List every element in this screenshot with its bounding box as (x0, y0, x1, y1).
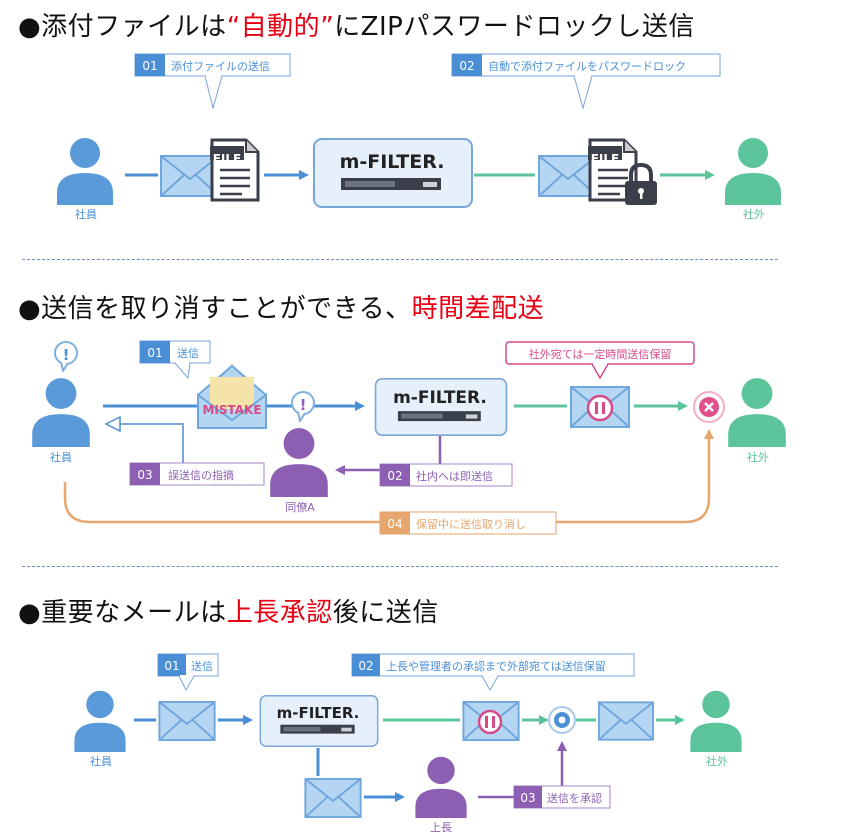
mail-icon (158, 701, 216, 741)
m-filter-appliance (313, 138, 473, 208)
svg-text:社外宛ては一定時間送信保留: 社外宛ては一定時間送信保留 (529, 347, 672, 361)
svg-text:誤送信の指摘: 誤送信の指摘 (168, 468, 234, 482)
svg-text:MISTAKE: MISTAKE (202, 403, 261, 417)
colleague-icon (270, 428, 328, 497)
section3-heading: ●重要なメールは上長承認後に送信 (18, 598, 439, 628)
pause-icon (586, 394, 614, 422)
svg-text:上長や管理者の承認まで外部宛ては送信保留: 上長や管理者の承認まで外部宛ては送信保留 (386, 659, 606, 673)
svg-text:02: 02 (387, 469, 402, 483)
step-tag-02: 02 社内へは即送信 (379, 463, 513, 487)
svg-text:01: 01 (164, 659, 179, 673)
svg-text:保留中に送信取り消し: 保留中に送信取り消し (416, 517, 526, 531)
divider (22, 259, 778, 260)
svg-text:送信: 送信 (191, 659, 213, 673)
svg-text:01: 01 (147, 346, 162, 360)
svg-text:送信: 送信 (177, 346, 199, 360)
svg-text:FILE: FILE (213, 152, 242, 166)
svg-text:FILE: FILE (591, 152, 620, 166)
step-tag-03: 03 送信を承認 (513, 785, 611, 809)
sender-label: 社員 (90, 754, 112, 768)
pause-icon (477, 709, 503, 735)
external-recipient-icon (728, 378, 786, 447)
employee-icon (74, 690, 126, 752)
svg-text:自動で添付ファイルをパスワードロック: 自動で添付ファイルをパスワードロック (488, 59, 686, 73)
product-logo: m-FILTER. (340, 151, 445, 173)
svg-text:!: ! (63, 346, 70, 364)
step-tag-01: 01 送信 (157, 653, 219, 692)
svg-text:03: 03 (137, 468, 152, 482)
receiver-label: 社外 (743, 207, 765, 221)
svg-text:社内へは即送信: 社内へは即送信 (416, 469, 493, 483)
svg-text:02: 02 (459, 59, 474, 73)
step-tag-01: 01 送信 (139, 340, 211, 380)
lock-icon (625, 162, 657, 205)
boss-icon (415, 756, 467, 818)
colleague-label: 同僚A (285, 501, 315, 514)
section2-heading: ●送信を取り消すことができる、時間差配送 (18, 294, 545, 324)
step-tag-02: 02 自動で添付ファイルをパスワードロック (451, 53, 721, 110)
external-recipient-icon (725, 138, 781, 205)
sender-label: 社員 (50, 450, 72, 464)
divider (22, 566, 778, 567)
svg-text:添付ファイルの送信: 添付ファイルの送信 (171, 59, 270, 73)
svg-text:01: 01 (142, 59, 157, 73)
boss-label: 上長 (430, 821, 452, 834)
file-icon (210, 138, 260, 202)
svg-text:02: 02 (358, 659, 373, 673)
section1-heading: ●添付ファイルは“自動的”にZIPパスワードロックし送信 (18, 12, 695, 42)
svg-text:04: 04 (387, 517, 402, 531)
svg-text:!: ! (300, 396, 307, 414)
mail-icon (538, 155, 598, 197)
receiver-label: 社外 (747, 450, 769, 464)
employee-icon (57, 138, 113, 205)
mail-icon (160, 155, 220, 197)
employee-icon (32, 378, 90, 447)
mail-icon (304, 778, 362, 818)
sender-label: 社員 (75, 207, 97, 221)
product-logo: m-FILTER. (277, 704, 360, 722)
svg-text:03: 03 (520, 791, 535, 805)
hold-callout: 社外宛ては一定時間送信保留 (505, 341, 695, 380)
mail-icon (598, 701, 654, 741)
step-tag-02: 02 上長や管理者の承認まで外部宛ては送信保留 (351, 653, 635, 692)
svg-text:送信を承認: 送信を承認 (547, 791, 602, 805)
external-recipient-icon (690, 690, 742, 752)
product-logo: m-FILTER. (393, 388, 487, 408)
mistake-mail-icon: MISTAKE (197, 364, 267, 429)
step-tag-04: 04 保留中に送信取り消し (379, 511, 557, 535)
step-tag-01: 01 添付ファイルの送信 (134, 53, 291, 110)
step-tag-03: 03 誤送信の指摘 (129, 462, 265, 486)
receiver-label: 社外 (706, 754, 728, 768)
